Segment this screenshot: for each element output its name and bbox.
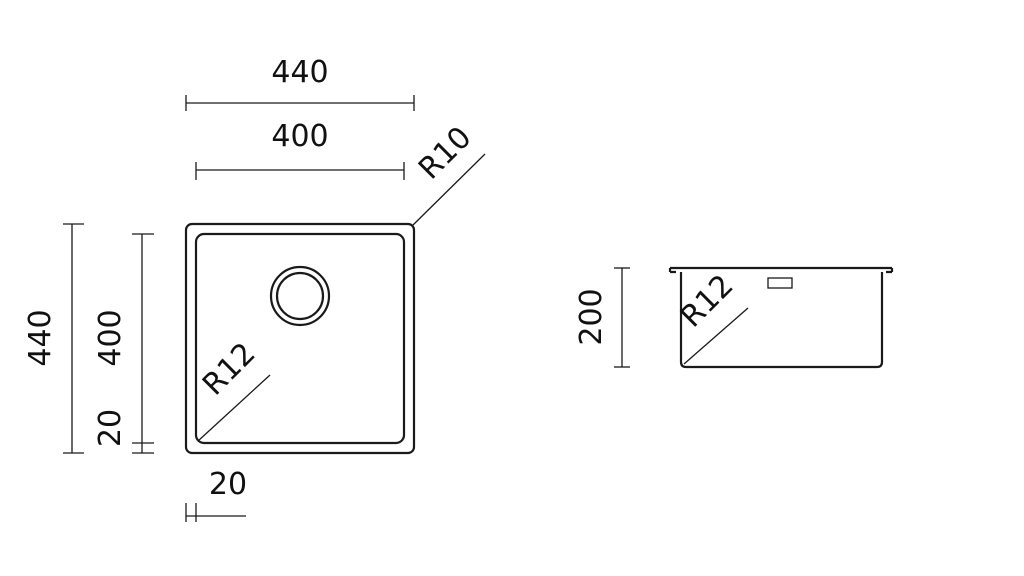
dimension-rim-left: 20: [185, 467, 247, 522]
overflow-slot-icon: [767, 277, 793, 289]
dimension-label-outer-width: 440: [271, 55, 328, 90]
dimension-outer-width: 440: [185, 55, 415, 111]
dimension-label-inner-width: 400: [271, 119, 328, 154]
dimension-inner-width: 400: [195, 119, 405, 180]
corner-radius-inner-label: R12: [196, 336, 262, 402]
corner-radius-outer-label: R10: [412, 120, 478, 186]
side-corner-radius-label: R12: [674, 268, 740, 334]
dimension-outer-height: 440: [23, 223, 84, 454]
side-view-rim-edges: [668, 268, 894, 274]
dimension-inner-height: 400: [93, 233, 154, 444]
dimension-label-outer-height: 440: [23, 309, 58, 366]
corner-radius-outer-callout: R10: [411, 120, 486, 227]
dimension-label-rim-bottom: 20: [93, 409, 128, 447]
side-corner-radius-callout: R12: [674, 268, 749, 365]
corner-radius-inner-callout: R12: [196, 336, 271, 442]
drain-icon: [269, 265, 331, 327]
dimension-label-rim-left: 20: [209, 467, 247, 502]
sink-top-view: [184, 222, 416, 455]
dimension-rim-bottom: 20: [93, 409, 154, 454]
dimension-label-depth: 200: [574, 288, 609, 345]
dimension-depth: 200: [574, 267, 630, 368]
sink-outer-outline: [184, 222, 416, 455]
side-view-bowl: [679, 272, 884, 369]
sink-bowl-outline: [194, 232, 406, 445]
dimension-label-inner-height: 400: [93, 309, 128, 366]
sink-side-view: [668, 266, 894, 369]
